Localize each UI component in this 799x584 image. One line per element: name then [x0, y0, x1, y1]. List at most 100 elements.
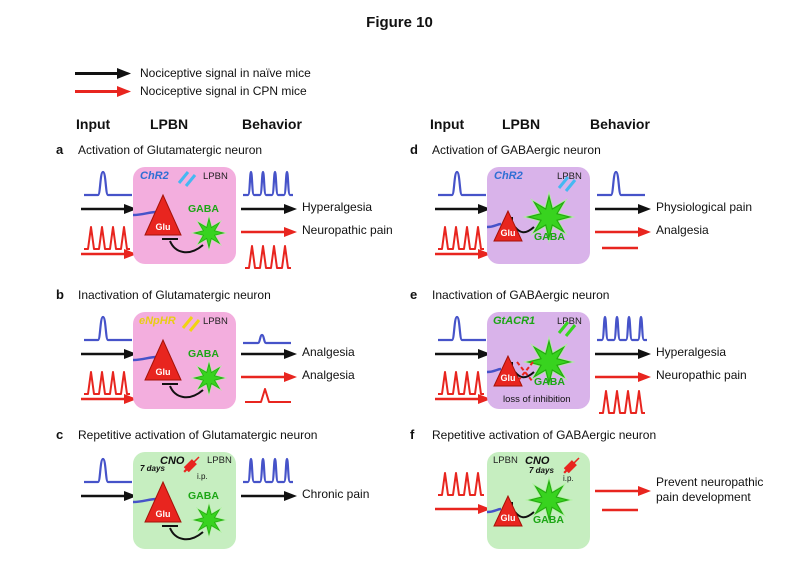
duration-label: 7 days [529, 466, 554, 475]
panel-title: Inactivation of Glutamatergic neuron [78, 288, 271, 302]
glu-label: Glu [155, 367, 171, 377]
behavior-arrow-naive-icon [593, 202, 653, 216]
glu-label: Glu [155, 222, 171, 232]
input-arrow-naive-icon [79, 489, 139, 503]
lpbn-circuit-box: GtACR1 LPBN GABA Glu loss of inhibition [486, 312, 590, 409]
glu-neuron-triangle-icon [493, 494, 523, 527]
blue-laser-icon [177, 170, 197, 188]
behavior-arrow-cpn-icon [239, 370, 299, 384]
glu-neuron-triangle-icon [493, 209, 523, 242]
afferent-line [132, 497, 157, 504]
drug-label: CNO [525, 455, 550, 467]
region-label: LPBN [207, 455, 232, 466]
input-trace-spike-train-cpn [84, 371, 130, 395]
gaba-neuron-star-icon [190, 359, 228, 397]
input-trace-single-spike [84, 315, 132, 342]
behavior-label-cpn: Neuropathic pain [302, 223, 393, 237]
output-trace-spike-train-cpn [599, 390, 645, 414]
panel-a: a Activation of Glutamatergic neuron ChR… [50, 140, 402, 298]
panel-title: Repetitive activation of GABAergic neuro… [432, 428, 657, 442]
output-trace-small-spike [245, 388, 291, 403]
header-behavior-right: Behavior [590, 116, 650, 132]
region-label: LPBN [203, 316, 228, 327]
inhibitory-axon [169, 527, 204, 541]
legend-label-cpn: Nociceptive signal in CPN mice [140, 84, 307, 98]
input-trace-spike-train-cpn [438, 226, 484, 250]
output-trace-flat-line [602, 508, 638, 512]
region-label: LPBN [557, 316, 582, 327]
input-arrow-naive-icon [79, 347, 139, 361]
behavior-label-naive: Physiological pain [656, 200, 753, 214]
figure-title: Figure 10 [366, 14, 433, 31]
lpbn-circuit-box: LPBN CNO 7 days i.p. GABA Glu [486, 452, 590, 549]
output-trace-suppressed [243, 333, 291, 345]
glu-label: Glu [500, 373, 516, 383]
region-label: LPBN [557, 171, 582, 182]
gaba-neuron-star-icon [190, 214, 228, 252]
output-trace-spike-train [597, 315, 647, 342]
gaba-label: GABA [534, 376, 565, 388]
input-arrow-cpn-icon [433, 502, 493, 516]
glu-neuron-triangle-icon [144, 193, 182, 236]
gaba-label: GABA [188, 203, 219, 215]
circuit-graphic [486, 454, 583, 527]
output-trace-spike-train [243, 457, 293, 484]
circuit-graphic [486, 320, 577, 390]
panel-letter: d [410, 142, 418, 157]
glu-label: Glu [500, 228, 516, 238]
input-trace-spike-train-cpn [438, 371, 484, 395]
afferent-line [132, 210, 157, 217]
circuit-graphic [132, 170, 228, 254]
panel-e: e Inactivation of GABAergic neuron GtACR… [404, 285, 756, 443]
header-input-right: Input [430, 116, 465, 132]
lpbn-circuit-box: ChR2 LPBN GABA Glu [486, 167, 590, 264]
gaba-label: GABA [534, 231, 565, 243]
behavior-label-cpn: Prevent neuropathic pain development [656, 475, 764, 504]
inhibitory-axon [169, 385, 204, 399]
panel-letter: f [410, 427, 415, 442]
opsin-label: GtACR1 [493, 315, 536, 327]
region-label: LPBN [493, 455, 518, 466]
gaba-label: GABA [188, 490, 219, 502]
glu-neuron-triangle-icon [493, 354, 523, 387]
gaba-neuron-star-icon [190, 501, 228, 539]
drug-label: CNO [160, 455, 185, 467]
panel-letter: c [56, 427, 64, 442]
behavior-arrow-cpn-icon [593, 225, 653, 239]
panel-f: f Repetitive activation of GABAergic neu… [404, 425, 763, 583]
behavior-arrow-naive-icon [239, 489, 299, 503]
input-arrow-naive-icon [433, 347, 493, 361]
afferent-line [486, 367, 502, 374]
afferent-line [486, 507, 502, 514]
panel-title: Repetitive activation of Glutamatergic n… [78, 428, 318, 442]
legend-arrow-cpn-icon [75, 86, 131, 97]
gaba-label: GABA [188, 348, 219, 360]
input-arrow-naive-icon [79, 202, 139, 216]
legend-arrow-naive-icon [75, 68, 131, 79]
lpbn-circuit-box: eNpHR LPBN GABA Glu [132, 312, 236, 409]
input-arrow-naive-icon [433, 202, 493, 216]
behavior-arrow-cpn-icon [593, 484, 653, 498]
afferent-line [486, 222, 502, 229]
glu-label: Glu [155, 509, 171, 519]
input-trace-single-spike [84, 170, 132, 197]
header-behavior-left: Behavior [242, 116, 302, 132]
output-trace-spike-train [243, 170, 293, 197]
input-arrow-cpn-icon [433, 392, 493, 406]
gaba-label: GABA [533, 514, 564, 526]
panel-d: d Activation of GABAergic neuron ChR2 LP… [404, 140, 756, 298]
inhibitory-axon [169, 240, 204, 254]
circuit-graphic [486, 175, 577, 245]
opsin-label: ChR2 [494, 170, 523, 182]
output-trace-single-spike [597, 170, 645, 197]
panel-letter: e [410, 287, 418, 302]
loss-of-inhibition-note: loss of inhibition [503, 394, 571, 405]
route-label: i.p. [197, 472, 208, 481]
afferent-line [132, 355, 157, 362]
behavior-arrow-naive-icon [593, 347, 653, 361]
behavior-label-naive: Hyperalgesia [656, 345, 727, 359]
duration-label: 7 days [140, 464, 165, 473]
input-trace-spike-train-cpn [438, 472, 484, 496]
input-arrow-cpn-icon [79, 247, 139, 261]
yellow-laser-icon [181, 315, 201, 333]
